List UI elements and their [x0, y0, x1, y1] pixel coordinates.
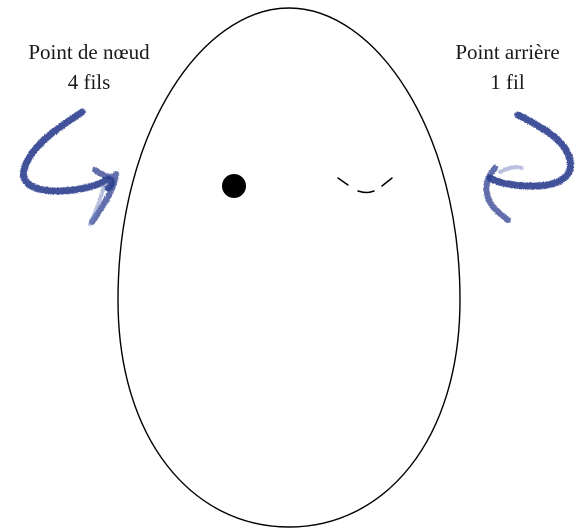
backstitch-closed-eye-icon: [338, 178, 392, 193]
french-knot-eye-icon: [222, 174, 246, 198]
right-stitch-label: Point arrière 1 fil: [438, 37, 577, 97]
curved-arrow-right-icon: [486, 115, 570, 220]
left-label-line1: Point de nœud: [0, 37, 178, 67]
right-label-line2: 1 fil: [438, 67, 577, 97]
right-label-line1: Point arrière: [438, 37, 577, 67]
left-label-line2: 4 fils: [0, 67, 178, 97]
curved-arrow-left-icon: [23, 112, 116, 224]
left-stitch-label: Point de nœud 4 fils: [0, 37, 178, 97]
